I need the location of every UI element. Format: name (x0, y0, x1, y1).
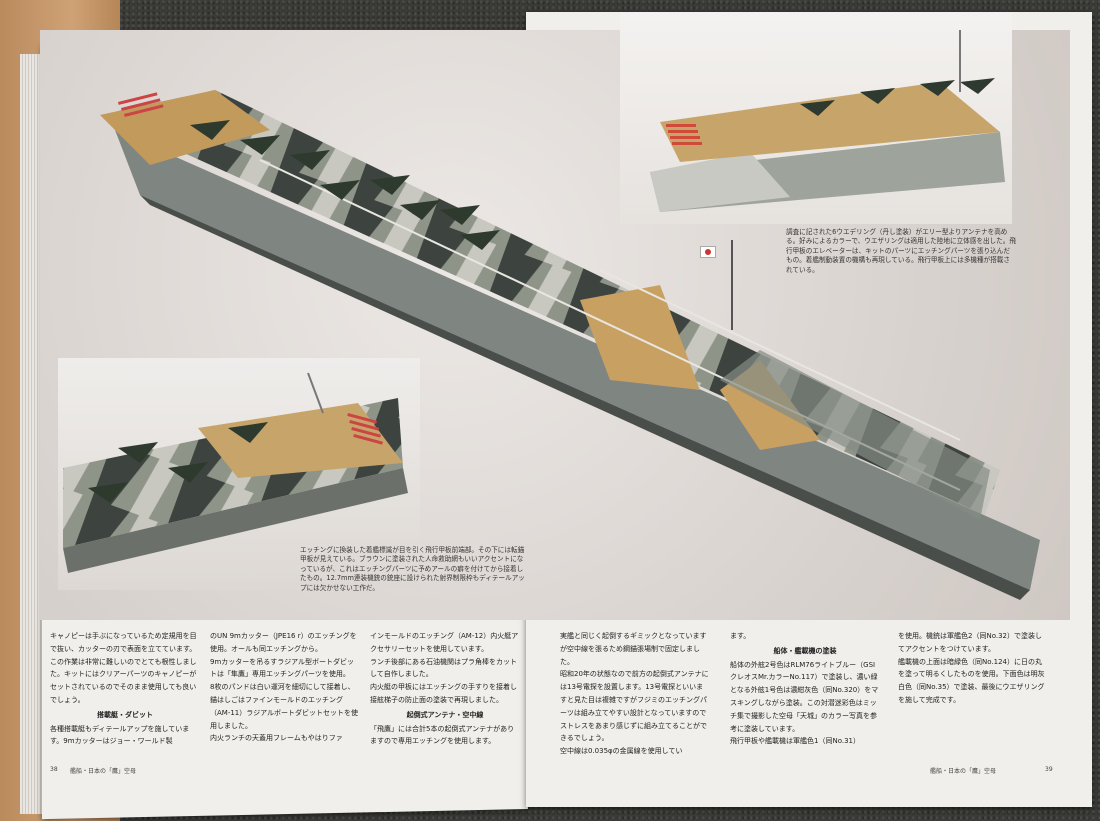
article-paragraph: を使用。機銃は軍艦色2（同No.32）で塗装してアクセントをつけています。 艦載… (898, 632, 1045, 704)
article-column-6: を使用。機銃は軍艦色2（同No.32）で塗装してアクセントをつけています。 艦載… (898, 630, 1048, 707)
waterline (140, 195, 1030, 600)
article-column-2: のUN 9mカッター（JPE16 r）のエッチングを使用。オールも同エッチングか… (210, 630, 360, 745)
article-paragraph: 各種搭載艇もディテールアップを施しています。9mカッターはジョー・ワールド製 (50, 724, 190, 746)
article-column-4: 実艦と同じく起倒するギミックとなっていますが空中線を張るため鋼錨張場制で固定しま… (560, 630, 710, 758)
carrier-bow-closeup (650, 30, 1005, 212)
caption-top-right: 調査に記された6ウエデリング（丹し塗装）がエリー型よりアンテナを高める。好みによ… (786, 228, 1016, 274)
article-paragraph: 「飛鷹」には合計5本の起倒式アンテナがありますので専用エッチングを使用します。 (370, 724, 515, 746)
article-paragraph: ます。 (730, 632, 751, 640)
section-heading: 起倒式アンテナ・空中線 (406, 710, 484, 719)
article-paragraph: のUN 9mカッター（JPE16 r）のエッチングを使用。オールも同エッチングか… (210, 632, 359, 743)
article-paragraph: 船体の外舷2号色はRLM76ライトブルー（GSIクレオスMr.カラーNo.117… (730, 660, 879, 746)
page-number-right: 39 (1045, 766, 1053, 773)
running-title-left: 艦船・日本の「鷹」空母 (70, 768, 137, 775)
article-column-3: インモールドのエッチング（AM-12）内火艇アクセサリーセットを使用しています。… (370, 630, 520, 748)
page-number-left: 38 (50, 766, 58, 773)
aft-flight-deck (720, 350, 990, 520)
deck-wood-section-fore (100, 90, 270, 165)
article-paragraph: インモールドのエッチング（AM-12）内火艇アクセサリーセットを使用しています。… (370, 632, 519, 704)
article-column-1: キャノピーは手ぶになっているため定規用を目で抜い、カッターの刃で表面を立てていま… (50, 630, 200, 748)
hull-side (115, 130, 1040, 590)
section-heading: 搭載艇・ダビット (97, 710, 153, 719)
article-paragraph: キャノピーは手ぶになっているため定規用を目で抜い、カッターの刃で表面を立てていま… (50, 632, 197, 704)
caption-middle: エッチングに換装した着艦標識が目を引く飛行甲板前端部。その下には転錨甲板が見えて… (300, 546, 525, 592)
running-title-right: 艦船・日本の「鷹」空母 (930, 768, 997, 775)
article-paragraph: 実艦と同じく起倒するギミックとなっていますが空中線を張るため鋼錨張場制で固定しま… (560, 632, 709, 756)
deck-wood-section-aft (580, 285, 700, 390)
bow-warning-stripes (118, 92, 164, 117)
carrier-stern-closeup (63, 372, 408, 573)
rising-sun-flag-icon (700, 246, 716, 258)
section-heading: 船体・艦載機の塗装 (773, 646, 837, 655)
parked-aircraft-group (190, 120, 500, 250)
article-column-5: ます。船体・艦載機の塗装船体の外舷2号色はRLM76ライトブルー（GSIクレオス… (730, 630, 880, 748)
